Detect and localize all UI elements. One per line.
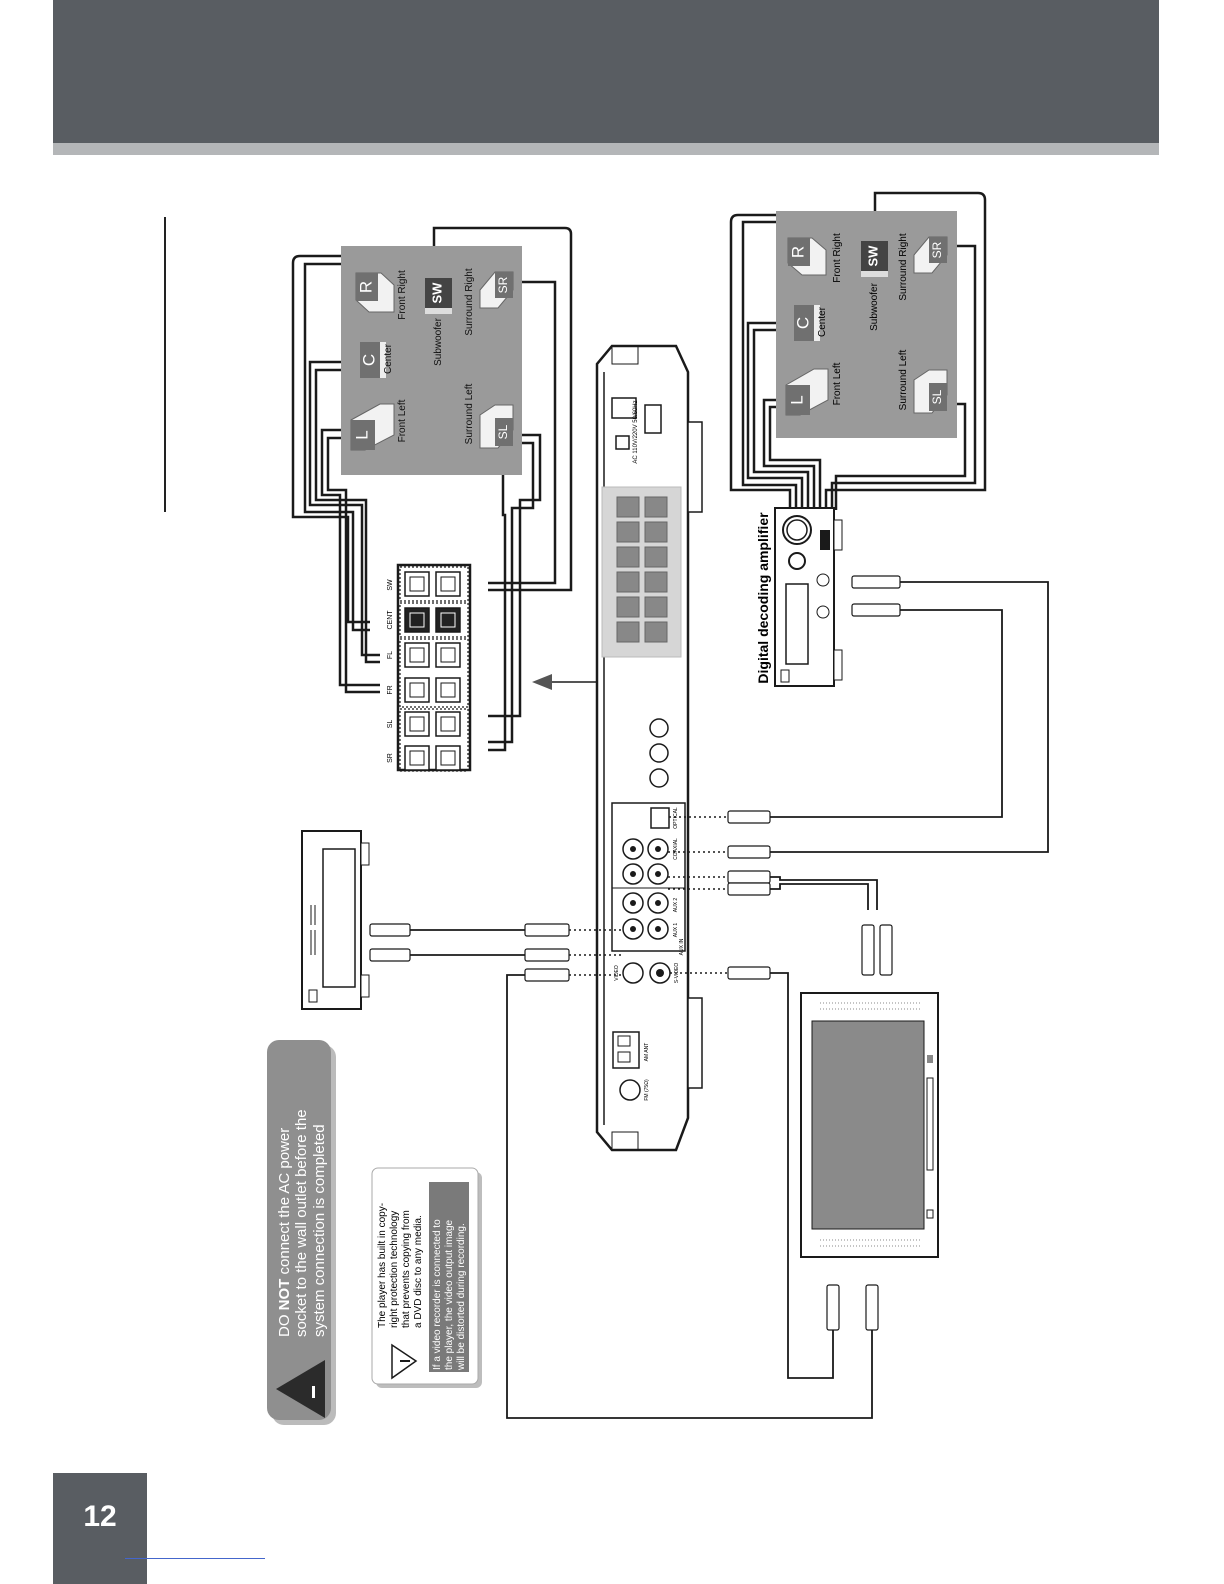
notice-p1-line4: a DVD disc to any media.: [413, 1215, 424, 1328]
label-front-right: Front Right: [397, 270, 408, 320]
notice-p2-line3: will be distorted during recording.: [456, 1223, 467, 1371]
label-surround-left: Surround Left: [464, 383, 475, 444]
coaxial-label: COAXIAL: [673, 838, 679, 860]
speaker-surround-left-icon: SL: [479, 404, 514, 449]
terminal-label-sl: SL: [387, 720, 394, 729]
label-front-left: Front Left: [397, 399, 408, 442]
right-label-subwoofer: Subwoofer: [869, 282, 880, 330]
page-number-box: [53, 1473, 147, 1584]
right-label-surround-left: Surround Left: [898, 349, 909, 410]
speaker-center-icon: C: [359, 342, 386, 378]
terminal-label-cent: CENT: [387, 610, 394, 630]
right-speaker-code-L: L: [787, 395, 806, 404]
speaker-code-SW: SW: [429, 282, 444, 304]
notice-p2-line2: the player, the video output image: [444, 1219, 455, 1370]
speaker-code-L: L: [352, 430, 371, 439]
right-label-front-left: Front Left: [832, 362, 843, 405]
aux2-label: AUX 2: [673, 898, 679, 913]
terminal-label-sw: SW: [387, 579, 394, 591]
notice-p1-line3: that prevents copying from: [401, 1210, 412, 1328]
footer-link-underline: [125, 1558, 265, 1559]
notice-p1-line2: right protection technology: [389, 1211, 400, 1328]
right-speaker-code-SR: SR: [930, 241, 944, 258]
label-center: Center: [383, 343, 394, 374]
right-label-front-right: Front Right: [832, 233, 843, 283]
left-speaker-wires: [291, 226, 573, 752]
warning-triangle-icon: [276, 1360, 325, 1418]
digital-decoding-amplifier: Digital decoding amplifier: [755, 507, 843, 687]
right-speaker-wires: [729, 191, 987, 510]
video-recorder: [301, 830, 370, 1010]
right-speaker-surround-left-icon: SL: [913, 369, 948, 414]
speaker-code-C: C: [359, 354, 378, 366]
speaker-code-R: R: [356, 281, 375, 293]
terminal-label-fl: FL: [387, 651, 394, 659]
label-surround-right: Surround Right: [464, 268, 475, 335]
television: [800, 992, 939, 1258]
warning-prefix: DO: [276, 1310, 293, 1337]
right-speaker-code-SL: SL: [930, 389, 944, 404]
speaker-terminal-block: SR SL FR FL CENT SW: [387, 563, 472, 772]
speaker-front-left-icon: L: [350, 403, 395, 451]
right-speaker-subwoofer-icon: SW: [861, 241, 888, 277]
notice-p1-line1: The player has built in copy-: [377, 1203, 388, 1328]
speaker-code-SL: SL: [496, 424, 510, 439]
amplifier-label: Digital decoding amplifier: [755, 512, 771, 684]
speaker-front-right-icon: R: [355, 272, 395, 313]
right-label-center: Center: [817, 306, 828, 337]
rca-plugs: [369, 575, 901, 1331]
page-number: 12: [83, 1500, 117, 1533]
right-speaker-code-R: R: [788, 246, 807, 258]
side-rule: [164, 217, 166, 512]
arrow-to-terminal-block: [532, 674, 600, 690]
right-speaker-front-right-icon: R: [787, 237, 827, 276]
right-speaker-surround-right-icon: SR: [913, 236, 948, 274]
speaker-layout-left: R Front Right C Center L Front Left SW S…: [341, 246, 522, 475]
speaker-code-SR: SR: [496, 276, 510, 293]
terminal-label-sr: SR: [387, 753, 394, 763]
aux-in-label: AUX IN: [679, 938, 685, 955]
warning-emphasis: NOT: [276, 1279, 293, 1311]
speaker-layout-right: R Front Right C Center L Front Left SW S…: [776, 211, 957, 438]
warning-line1: DO NOT connect the AC power: [276, 1128, 293, 1337]
optical-label: OPTICAL: [673, 807, 679, 829]
speaker-subwoofer-icon: SW: [425, 278, 452, 314]
terminal-label-fr: FR: [387, 685, 394, 694]
right-speaker-center-icon: C: [793, 305, 820, 341]
aux1-label: AUX 1: [673, 923, 679, 938]
warning-line3: system connection is completed: [311, 1124, 328, 1337]
speaker-surround-right-icon: SR: [479, 271, 514, 309]
dotted-connectors: [569, 816, 728, 976]
right-speaker-front-left-icon: L: [785, 368, 829, 416]
warning-notice: DO NOT connect the AC power socket to th…: [267, 1040, 336, 1425]
warning-line1-rest: connect the AC power: [276, 1128, 293, 1279]
power-label: AC 110V/220V 50/60Hz: [633, 400, 639, 463]
right-label-surround-right: Surround Right: [898, 233, 909, 300]
video-label: VIDEO: [614, 965, 620, 981]
warning-line2: socket to the wall outlet before the: [293, 1109, 310, 1337]
dvd-player-rear-panel: AC 110V/220V 50/60Hz OPTICAL: [595, 344, 703, 1152]
fm-ant-label: FM (75Ω): [644, 1079, 650, 1101]
right-speaker-code-SW: SW: [865, 245, 880, 267]
header-band: [53, 0, 1159, 143]
notice-p2-line1: If a video recorder is connected to: [432, 1219, 443, 1370]
copy-protection-notice: The player has built in copy- right prot…: [371, 1167, 482, 1388]
right-speaker-code-C: C: [793, 317, 812, 329]
label-subwoofer: Subwoofer: [433, 317, 444, 365]
header-stripe: [53, 143, 1159, 155]
am-ant-label: AM ANT: [644, 1043, 650, 1062]
